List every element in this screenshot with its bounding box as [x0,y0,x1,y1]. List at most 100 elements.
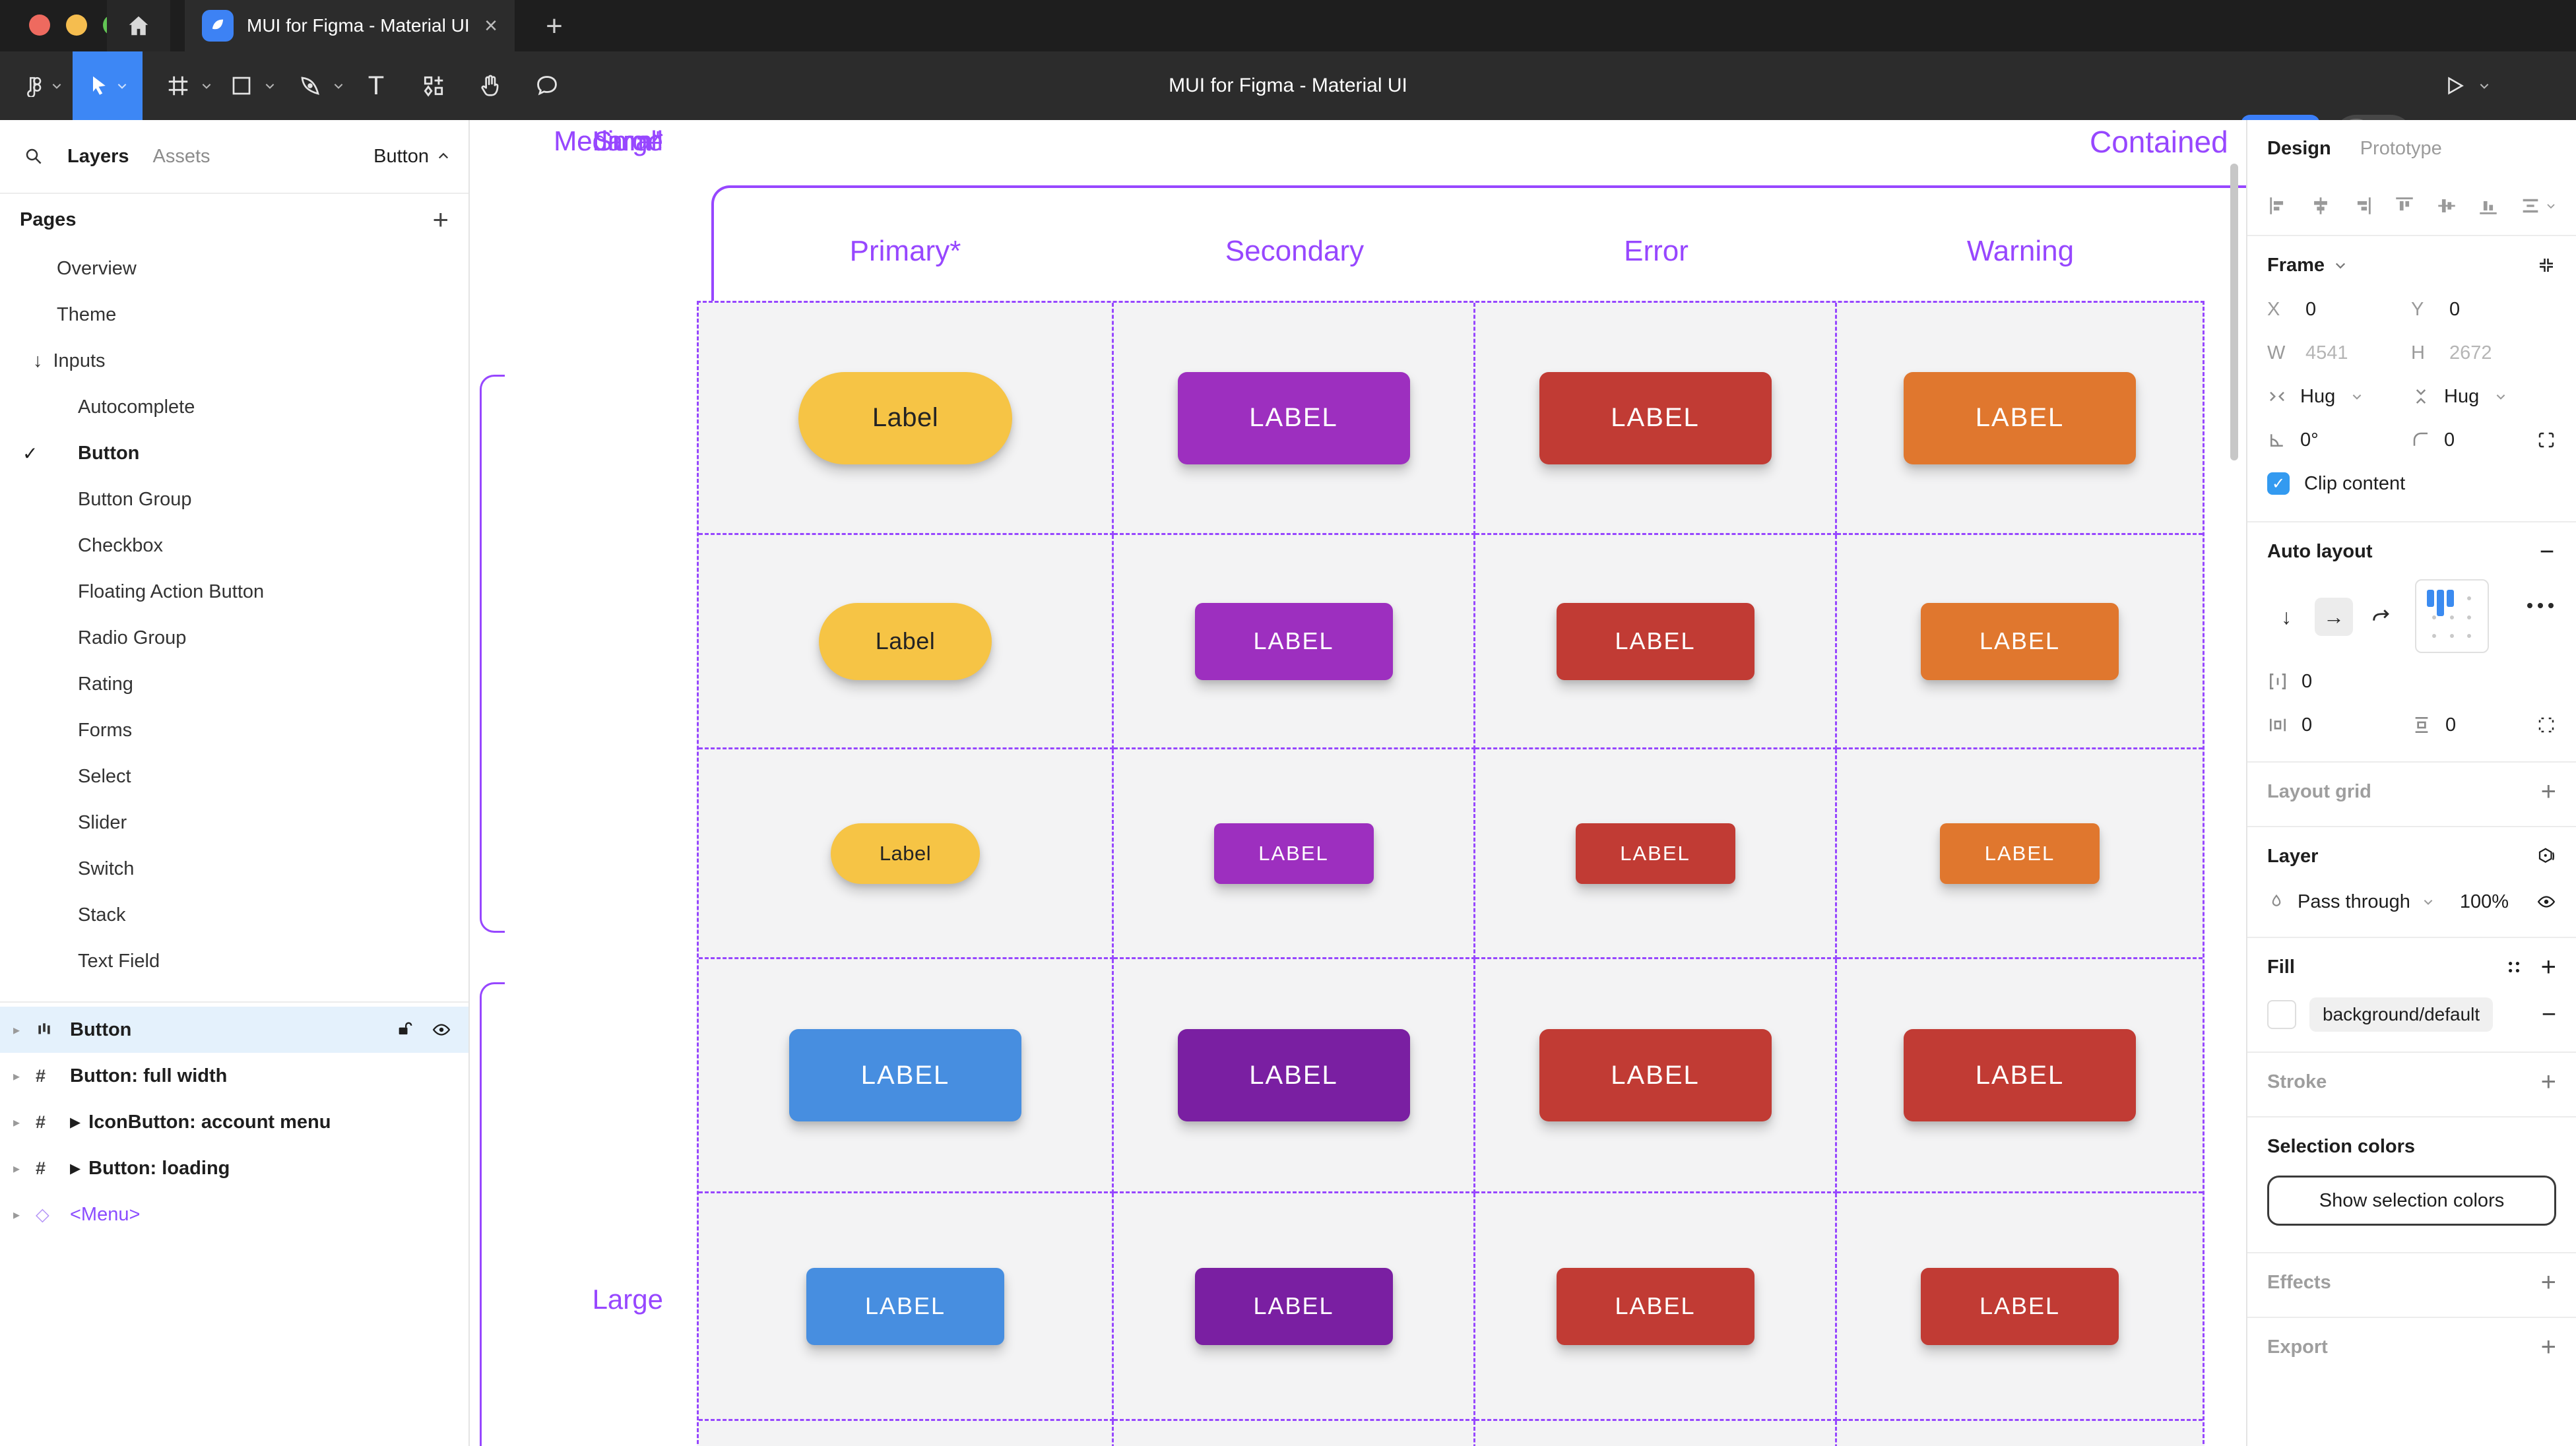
file-tab[interactable]: MUI for Figma - Material UI × [185,0,515,51]
expand-chevron-icon[interactable]: ▸ [13,1207,20,1222]
clip-content-checkbox[interactable]: ✓ [2267,472,2290,495]
minimize-window-button[interactable] [66,15,87,36]
pen-tool-button[interactable] [290,51,330,120]
main-menu-button[interactable] [13,51,73,120]
layout-wrap-button[interactable] [2362,598,2400,636]
page-list-item[interactable]: ✓ ↓ Switch [78,858,135,879]
shape-tool-button[interactable] [222,51,261,120]
canvas-button-purple[interactable]: LABEL [1194,602,1393,680]
page-list-item[interactable]: ✓ ↓ Slider [78,811,127,833]
canvas-scrollbar[interactable] [2230,164,2238,460]
present-button[interactable] [2435,51,2474,120]
canvas[interactable]: Contained Primary* Secondary Error Warni… [470,120,2246,1446]
layer-opacity-value[interactable]: 100% [2459,891,2509,912]
alignment-widget[interactable] [2415,579,2489,653]
canvas-button-red[interactable]: LABEL [1904,1029,2136,1121]
page-list-item[interactable]: ✓ ↓ Overview [57,257,137,279]
page-list-item[interactable]: ✓ ↓ Rating [78,673,133,695]
eye-icon[interactable] [432,1020,451,1040]
tab-prototype[interactable]: Prototype [2360,137,2442,159]
auto-layout-more-icon[interactable] [2527,603,2554,608]
close-window-button[interactable] [29,15,50,36]
canvas-button-red[interactable]: LABEL [1556,1267,1755,1345]
move-tool-button[interactable] [73,51,143,120]
canvas-button-blue[interactable]: LABEL [806,1267,1004,1345]
layer-list-item[interactable]: ▸ # ◇ ▶ Button: loading [13,1157,230,1179]
pen-tool-chevron[interactable] [327,51,350,120]
comment-tool-button[interactable] [527,51,567,120]
independent-corners-icon[interactable] [2536,430,2556,450]
canvas-button-orange[interactable]: LABEL [1921,602,2119,680]
page-list-item[interactable]: ✓ ↓ Checkbox [78,534,163,556]
components-tool-button[interactable] [413,51,454,120]
add-fill-button[interactable]: + [2540,952,2556,982]
canvas-button-yellow[interactable]: Label [831,823,980,884]
canvas-button-purple[interactable]: LABEL [1213,823,1374,884]
hug-vertical-value[interactable]: Hug [2444,385,2480,407]
hand-tool-button[interactable] [470,51,511,120]
canvas-button-dkpurple[interactable]: LABEL [1194,1267,1393,1345]
fill-style-chip[interactable]: background/default [2309,997,2494,1032]
independent-padding-icon[interactable] [2536,715,2556,735]
close-tab-icon[interactable]: × [484,13,498,38]
canvas-button-yellow[interactable]: Label [798,371,1012,464]
present-chevron[interactable] [2473,51,2496,120]
align-top-icon[interactable] [2393,195,2416,217]
eye-icon[interactable] [2536,892,2556,912]
expand-chevron-icon[interactable]: ▸ [13,1161,20,1176]
align-right-icon[interactable] [2351,195,2373,217]
page-list-item[interactable]: ✓ ↓ Stack [78,904,126,926]
page-list-item[interactable]: ✓ ↓ Inputs [33,350,106,371]
align-v-center-icon[interactable] [2435,195,2458,217]
align-h-center-icon[interactable] [2309,195,2332,217]
canvas-button-orange[interactable]: LABEL [1904,371,2136,464]
expand-chevron-icon[interactable]: ▸ [13,1115,20,1130]
canvas-button-purple[interactable]: LABEL [1177,371,1410,464]
y-value[interactable]: 0 [2449,298,2461,320]
frame-tool-button[interactable] [158,51,198,120]
vertical-padding-value[interactable]: 0 [2445,714,2457,736]
page-list-item[interactable]: ✓ ↓ Radio Group [78,627,187,648]
apply-styles-icon[interactable] [2505,959,2523,976]
rotation-value[interactable]: 0° [2300,429,2319,451]
add-export-button[interactable]: + [2540,1332,2556,1362]
new-tab-button[interactable]: + [546,10,563,42]
canvas-button-red[interactable]: LABEL [1575,823,1735,884]
blend-mode-value[interactable]: Pass through [2298,891,2410,912]
shape-tool-chevron[interactable] [259,51,281,120]
canvas-button-red[interactable]: LABEL [1556,602,1755,680]
add-effect-button[interactable]: + [2540,1267,2556,1297]
expand-chevron-icon[interactable]: ▸ [13,1069,20,1084]
page-list-item[interactable]: ✓ ↓ Text Field [78,950,160,972]
gap-value[interactable]: 0 [2302,670,2313,692]
tab-layers[interactable]: Layers [67,145,129,167]
page-list-item[interactable]: ✓ ↓ Floating Action Button [78,581,265,602]
canvas-button-orange[interactable]: LABEL [1940,823,2100,884]
horizontal-padding-value[interactable]: 0 [2302,714,2313,736]
hug-horizontal-value[interactable]: Hug [2300,385,2336,407]
show-selection-colors-button[interactable]: Show selection colors [2267,1176,2556,1226]
layout-vertical-button[interactable]: ↓ [2281,604,2292,629]
h-value[interactable]: 2672 [2449,342,2492,363]
styles-icon[interactable] [2536,846,2556,866]
frame-name-label[interactable]: Contained [2090,125,2228,159]
corner-radius-value[interactable]: 0 [2444,429,2455,451]
w-value[interactable]: 4541 [2305,342,2348,363]
add-layout-grid-button[interactable]: + [2540,776,2556,806]
distribute-menu[interactable] [2519,195,2556,217]
page-list-item[interactable]: ✓ ↓ Theme [57,303,117,325]
add-stroke-button[interactable]: + [2540,1067,2556,1096]
home-tab[interactable] [107,0,170,51]
page-list-item[interactable]: ✓ ↓ Button [22,442,140,464]
page-selector[interactable]: Button [373,146,450,168]
canvas-button-red[interactable]: LABEL [1539,371,1772,464]
canvas-button-dkpurple[interactable]: LABEL [1177,1029,1410,1121]
tab-design[interactable]: Design [2267,137,2331,159]
page-list-item[interactable]: ✓ ↓ Autocomplete [78,396,195,418]
canvas-button-yellow[interactable]: Label [819,602,992,680]
unlock-icon[interactable] [396,1020,414,1038]
layer-list-item[interactable]: ▸ # ◇ ▶ Button: full width [13,1065,228,1086]
text-tool-button[interactable]: T [356,51,396,120]
remove-auto-layout-icon[interactable] [2538,542,2556,561]
frame-section-title[interactable]: Frame [2267,254,2325,276]
